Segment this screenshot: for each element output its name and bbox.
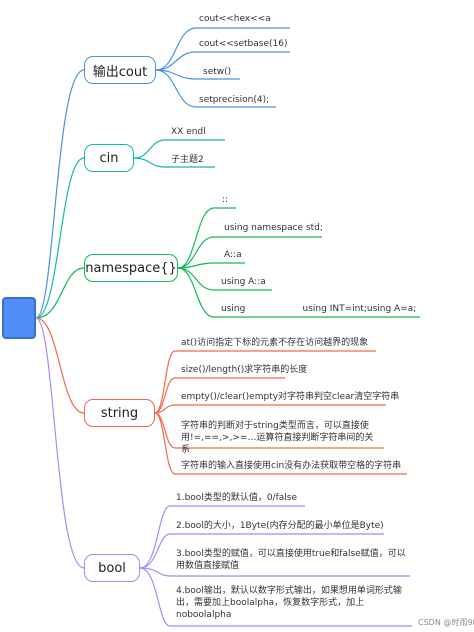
leaf-namespace-using-std[interactable]: using namespace std; (224, 223, 323, 233)
branch-cout[interactable]: 输出cout (84, 56, 156, 84)
branch-namespace[interactable]: namespace{} (84, 254, 178, 282)
branch-cin[interactable]: cin (84, 144, 134, 172)
root-to-string-link (35, 317, 85, 414)
leaf-cin-endl[interactable]: XX endl (171, 127, 206, 137)
leaf-cin-subtopic2[interactable]: 子主题2 (171, 155, 204, 165)
root-to-bool-link (35, 317, 85, 569)
leaf-cout-setw[interactable]: setw() (203, 67, 232, 77)
watermark-text: CSDN @时雨90 (418, 618, 474, 627)
root-to-cout-link (35, 69, 85, 319)
leaf-string-empty-clear[interactable]: empty()/clear()empty对字符串判空clear清空字符串 (181, 392, 400, 402)
leaf-namespace-using-a-a[interactable]: using A::a (221, 277, 266, 287)
leaf-cout-setprecision[interactable]: setprecision(4); (199, 95, 270, 105)
leaf-bool-default[interactable]: 1.bool类型的默认值，0/false (176, 493, 297, 503)
leaf-namespace-a-a[interactable]: A::a (224, 250, 242, 260)
leaf-cout-setbase[interactable]: cout<<setbase(16) (199, 39, 288, 49)
branch-string[interactable]: string (84, 399, 155, 427)
leaf-bool-size[interactable]: 2.bool的大小，1Byte(内存分配的最小单位是Byte) (176, 521, 384, 531)
branch-bool[interactable]: bool (84, 554, 140, 582)
leaf-string-compare[interactable]: 字符串的判断对于string类型而言，可以直接使用!=,==,>,>=…运算符直… (181, 421, 374, 455)
root-node[interactable] (2, 297, 36, 339)
leaf-namespace-scope[interactable]: :: (222, 195, 229, 205)
leaf-namespace-using-alias[interactable]: using using INT=int;using A=a; (221, 304, 417, 314)
leaf-string-at[interactable]: at()访问指定下标的元素不存在访问越界的现象 (181, 338, 369, 348)
leaf-string-cin-input[interactable]: 字符串的输入直接使用cin没有办法获取带空格的字符串 (181, 461, 402, 471)
root-to-namespace-link (35, 267, 85, 319)
leaf-string-size[interactable]: size()/length()求字符串的长度 (181, 365, 308, 375)
leaf-bool-assign[interactable]: 3.bool类型的赋值，可以直接使用true和false赋值，可以用数值直接赋值 (176, 549, 406, 571)
leaf-bool-output[interactable]: 4.bool输出，默认以数字形式输出，如果想用单词形式输出，需要加上boolal… (176, 586, 402, 620)
leaf-cout-hex[interactable]: cout<<hex<<a (199, 14, 271, 24)
root-to-cin-link (35, 157, 85, 319)
